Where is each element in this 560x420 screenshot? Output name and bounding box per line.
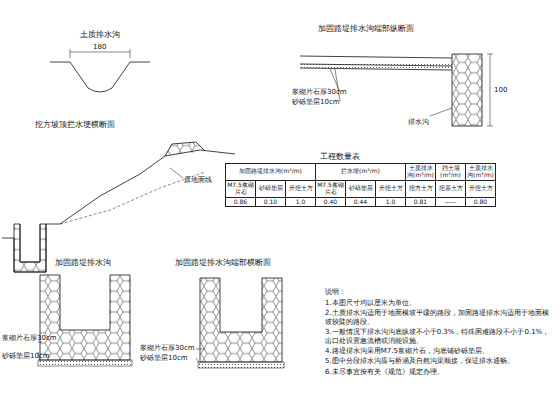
annotation: 浆砌片石厚30cm [140,344,195,352]
section-title: 加固路堤排水沟端部纵断面 [318,24,414,34]
table-cell: 0.10 [264,198,277,205]
section-title: 挖方坡顶拦水埂横断面 [35,120,115,130]
table-cell: M7.5浆砌片石 [317,181,344,195]
annotation: 砂砾垫层10cm [2,352,50,360]
table-cell: 土质排水沟(m³/m) [467,164,494,178]
annotation: 砂砾垫层10cm [140,354,188,362]
note-item: 5.图中分段排水沟应与桥涵及自然沟渠顺接，保证排水通畅。 [325,357,553,365]
table-cell: 0.80 [474,198,487,205]
table-cell: 0.44 [354,198,367,205]
table-cell: 砂砾垫层 [259,184,283,191]
table-cell: 开挖土方 [289,184,313,191]
section-title: 加固路堤排水沟端部横断面 [175,258,271,268]
annotation: 浆砌片石厚30cm [292,88,347,96]
annotation: 砂砾垫层10cm [292,98,340,106]
table-cell: 挖方土方 [409,184,433,191]
table-cell: 1.0 [386,198,396,205]
annotation: 原地面线 [184,176,212,184]
table-cell: 挡土墙(m³/m) [440,164,461,178]
table-cell: 砂砾垫层 [349,184,373,191]
note-item: 3.一般情况下排水沟沟底纵坡不小于0.3%，特殊困难路段不小于0.1%，出口处设… [325,328,553,345]
section-title: 加固路堤排水沟 [55,258,111,268]
note-item: 6.未尽事宜按有关《规范》规定办理。 [325,368,553,376]
table-cell: M7.5浆砌片石 [227,181,254,195]
table-cell: 开挖土方 [469,184,493,191]
table-cell: —— [445,198,457,205]
table-cell: 0.81 [414,198,427,205]
table-cell: 土质排水沟(m³/m) [407,164,434,178]
annotation: 排水沟 [408,118,429,126]
table-cell: 加固路堤排水沟(m³/m) [239,167,302,174]
section-title: 工程数量表 [320,152,360,162]
table-cell: 1.0 [296,198,306,205]
table-cell: 开挖土方 [379,184,403,191]
note-item: 2.土质排水沟适用于地面横坡平缓的路段，加固路堤排水沟适用于地面横坡较陡的路段。 [325,309,553,326]
annotation: 100 [494,86,507,94]
annotation: 180 [93,43,106,51]
table-cell: 拦水埂(m³/m) [341,167,380,174]
table-cell: 0.86 [234,198,247,205]
table-cell: 挖基土方 [439,184,463,191]
quantity-table: 加固路堤排水沟(m³/m) 拦水埂(m³/m) 土质排水沟(m³/m) 挡土墙(m³/… [225,163,496,207]
section-title: 土质排水沟 [80,30,120,40]
note-item: 4.路堤排水沟采用M7.5浆砌片石，沟底铺砂砾垫层。 [325,347,553,355]
annotation: 说明： [325,288,346,296]
note-item: 1.本图尺寸均以厘米为单位。 [325,299,553,307]
table-cell: 0.40 [324,198,337,205]
annotation: 浆砌片石厚30cm [2,334,57,342]
